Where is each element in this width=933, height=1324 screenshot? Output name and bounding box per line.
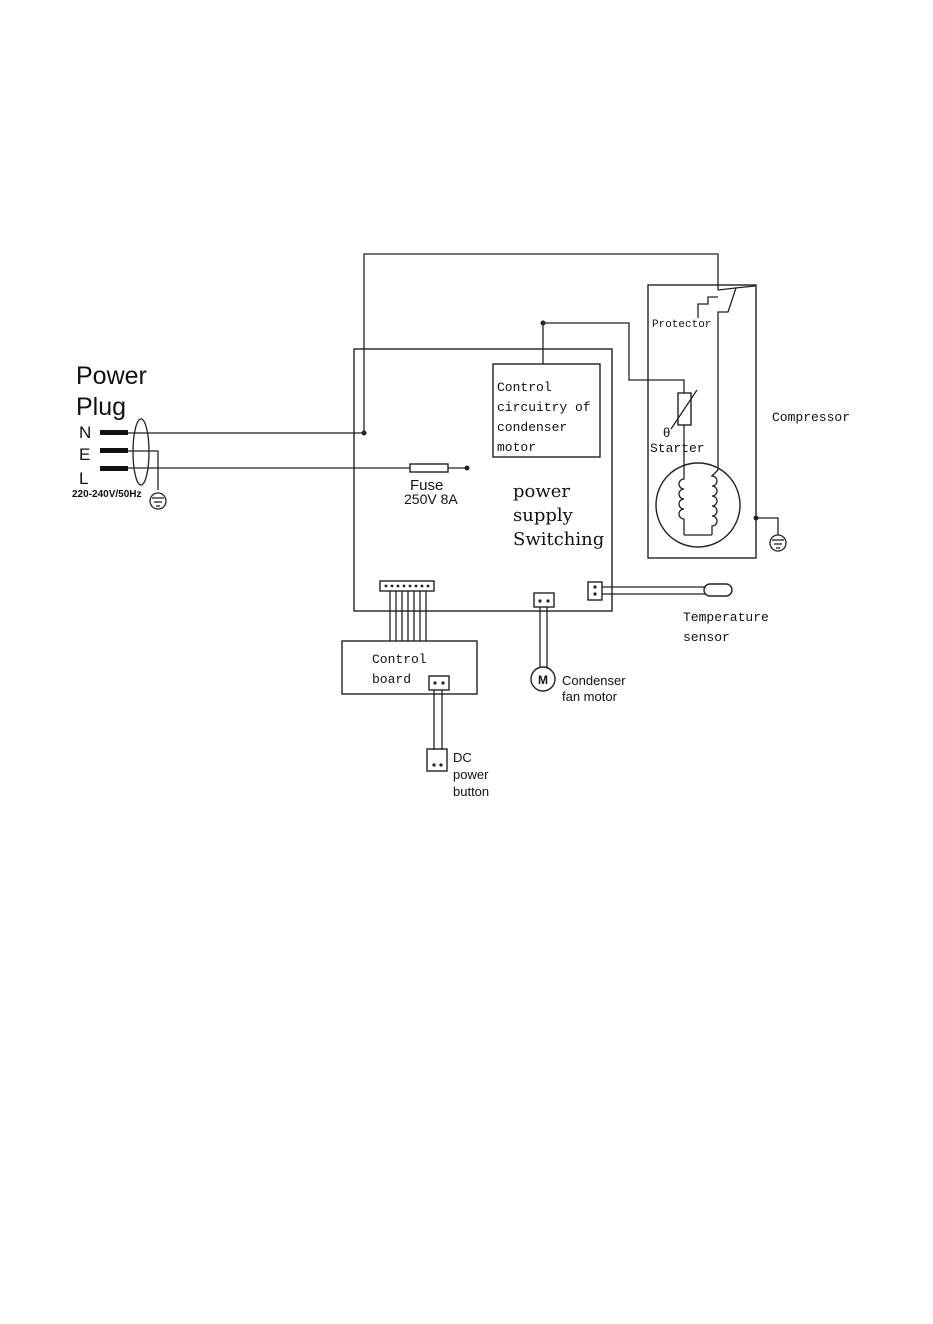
dc-button-line2: power [453,767,489,782]
fan-motor-symbol: M [538,673,548,687]
compressor-label: Compressor [772,410,850,425]
plug-pin-n-label: N [79,423,91,442]
starter-icon [671,390,697,470]
plug-title-power: Power [76,362,147,390]
temperature-sensor-line1: Temperature [683,610,769,625]
starter-label: Starter [650,441,705,456]
plug-pin-l-label: L [79,469,88,488]
plug-pin-e [100,448,128,453]
power-supply-board [354,349,612,611]
dc-button-line3: button [453,784,489,799]
compressor-motor-icon [656,463,740,547]
fan-motor-line1: Condenser [562,673,626,688]
fuse-terminal [465,466,470,471]
board-text-switching: Switching [513,529,604,550]
condenser-control-line2: circuitry of [497,400,591,415]
junction-neutral [362,431,367,436]
board-text-supply: supply [513,505,574,526]
protector-label: Protector [652,319,711,331]
cable-sleeve [133,419,149,485]
dc-button-wiring [429,676,449,750]
fan-motor-line2: fan motor [562,689,618,704]
plug-pin-l [100,466,128,471]
plug-title-plug: Plug [76,393,126,421]
board-text-power: power [513,481,570,502]
dc-button-line1: DC [453,750,472,765]
condenser-control-line1: Control [497,380,552,395]
condenser-control-line3: condenser [497,420,567,435]
sensor-probe [704,584,732,596]
temperature-sensor-line2: sensor [683,630,730,645]
fuse-icon [410,464,448,472]
junction-control [541,321,546,326]
sensor-connector [588,582,602,600]
fuse-rating: 250V 8A [404,491,458,507]
fan-motor-connector [534,593,554,668]
dc-power-button-icon [427,749,447,771]
plug-rating: 220-240V/50Hz [72,489,142,500]
starter-symbol: θ [663,425,670,440]
temperature-sensor [588,582,732,600]
wire-control-to-starter [543,323,684,393]
plug-pin-n [100,430,128,435]
control-board-line2: board [372,672,411,687]
power-plug: Power Plug N E L 220-240V/50Hz [72,362,166,509]
plug-pin-e-label: E [79,445,90,464]
control-board-line1: Control [372,652,427,667]
condenser-control-line4: motor [497,440,536,455]
